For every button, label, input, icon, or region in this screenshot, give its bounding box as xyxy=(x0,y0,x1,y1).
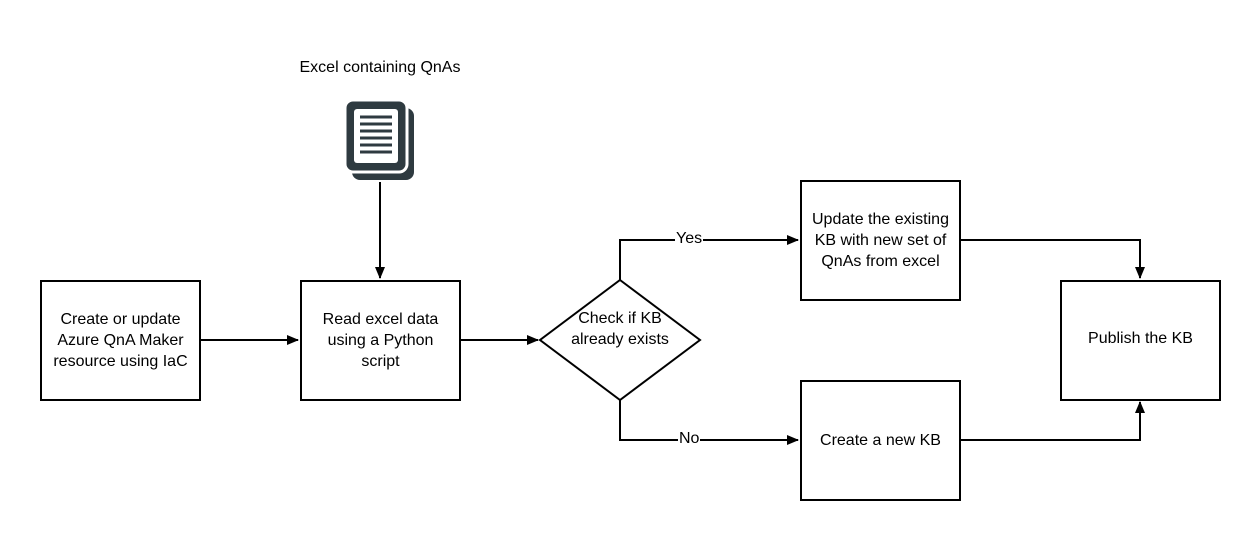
edge-label-yes: Yes xyxy=(675,229,704,249)
node-create-resource-text: Create or update Azure QnA Maker resourc… xyxy=(53,311,188,370)
edge-check-yes xyxy=(619,235,799,280)
node-check-kb-text: Check if KB already exists xyxy=(571,310,669,348)
edge-label-no: No xyxy=(678,429,701,449)
node-publish-kb-text: Publish the KB xyxy=(1088,330,1193,347)
node-read-excel: Read excel data using a Python script xyxy=(300,280,461,401)
edge-check-no xyxy=(619,400,799,445)
decision-diamond xyxy=(538,278,702,402)
document-stack-icon xyxy=(343,98,414,180)
node-read-excel-text: Read excel data using a Python script xyxy=(322,311,439,370)
node-update-kb-text: Update the existing KB with new set of Q… xyxy=(812,211,949,270)
node-update-kb: Update the existing KB with new set of Q… xyxy=(800,180,961,301)
node-publish-kb: Publish the KB xyxy=(1060,280,1221,401)
node-create-kb-text: Create a new KB xyxy=(820,432,941,449)
edge-update-to-publish xyxy=(961,239,1145,279)
edge-create-to-publish xyxy=(961,401,1145,441)
node-create-resource: Create or update Azure QnA Maker resourc… xyxy=(40,280,201,401)
node-create-kb: Create a new KB xyxy=(800,380,961,501)
source-label: Excel containing QnAs xyxy=(299,59,461,76)
